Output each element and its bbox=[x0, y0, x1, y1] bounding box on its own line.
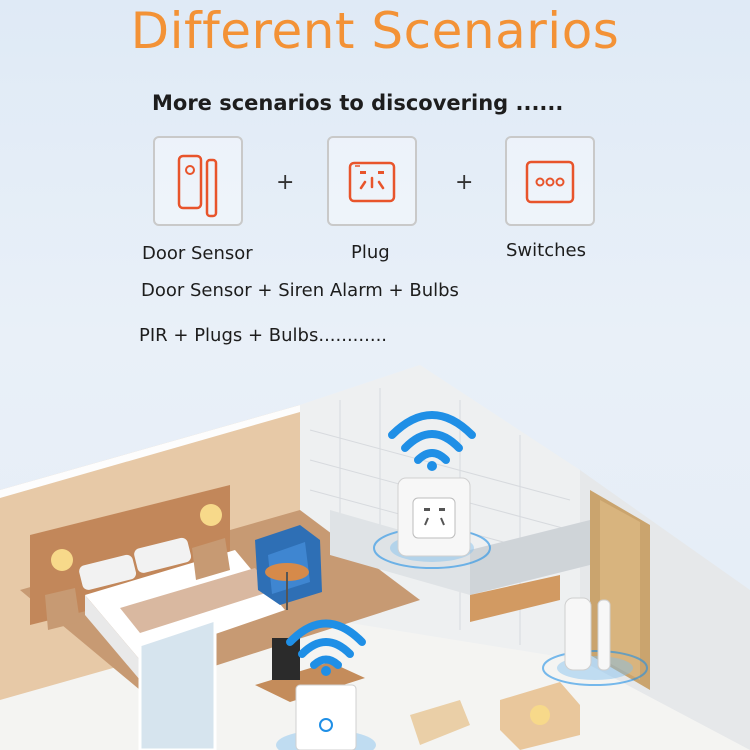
page-subtitle: More scenarios to discovering ...... bbox=[152, 91, 564, 115]
tv bbox=[272, 638, 300, 680]
ottoman bbox=[410, 700, 470, 745]
shelf bbox=[470, 575, 560, 622]
scenario-line-2: PIR + Plugs + Bulbs............ bbox=[139, 325, 388, 346]
door-sensor bbox=[542, 597, 648, 686]
wifi-icon bbox=[286, 619, 366, 676]
wall-top-left bbox=[0, 405, 300, 498]
tv-cabinet bbox=[255, 662, 365, 702]
smart-plug bbox=[373, 477, 491, 569]
lamp-right bbox=[200, 504, 222, 526]
plug-icon bbox=[348, 161, 396, 203]
plug-card bbox=[327, 136, 417, 226]
wifi-icon bbox=[388, 411, 476, 471]
pillow bbox=[134, 537, 192, 573]
bed-runner bbox=[120, 568, 275, 633]
nightstand-right bbox=[192, 538, 230, 580]
smart-home-illustration bbox=[0, 365, 750, 750]
plus-sign-2: + bbox=[455, 170, 474, 195]
floor-lamp bbox=[530, 705, 550, 725]
switches-label: Switches bbox=[506, 240, 586, 261]
door-sensor-card bbox=[153, 136, 243, 226]
door-sensor-icon bbox=[177, 154, 218, 218]
plus-sign-1: + bbox=[276, 170, 295, 195]
bed-headboard bbox=[30, 485, 230, 625]
nightstand-left bbox=[45, 588, 80, 630]
lamp-left bbox=[51, 549, 73, 571]
door-sensor-label: Door Sensor bbox=[142, 243, 253, 264]
page-title: Different Scenarios bbox=[130, 2, 620, 60]
scenario-line-1: Door Sensor + Siren Alarm + Bulbs bbox=[141, 280, 459, 301]
pillow bbox=[79, 554, 137, 590]
plug-label: Plug bbox=[351, 242, 390, 263]
switches-card bbox=[505, 136, 595, 226]
switch-icon bbox=[525, 160, 575, 204]
touch-switch bbox=[276, 684, 376, 750]
glass-door bbox=[138, 617, 217, 750]
